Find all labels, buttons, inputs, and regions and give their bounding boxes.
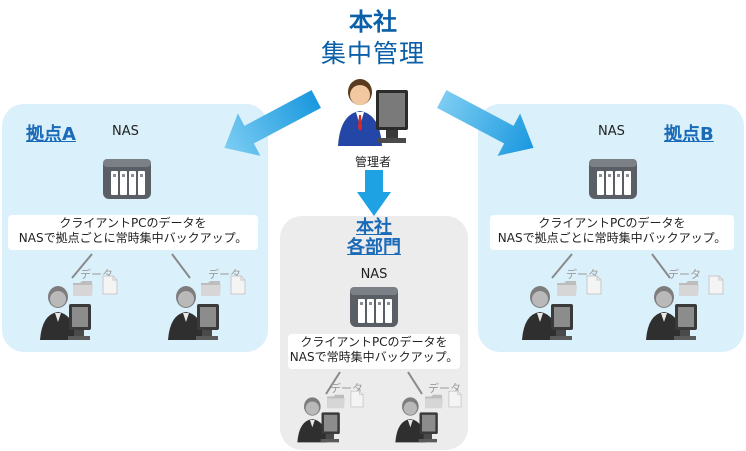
site-b-caption-line2: NASで拠点ごとに常時集中バックアップ。 (497, 231, 727, 245)
arrow-to-site-a-icon (224, 90, 321, 156)
client-pc-user-icon (518, 282, 578, 342)
admin-icon (338, 79, 408, 146)
site-b-connectors (551, 253, 671, 279)
hq-caption-line2: NASで常時集中バックアップ。 (289, 350, 459, 364)
client-pc-user-icon (164, 282, 224, 342)
page-subtitle: 集中管理 (320, 39, 425, 68)
document-icon (586, 275, 602, 295)
document-icon (230, 275, 246, 295)
site-a-connectors (71, 253, 191, 279)
document-icon (448, 390, 462, 408)
hq-name: 本社 各部門 (280, 218, 468, 258)
site-a-caption-line2: NASで拠点ごとに常時集中バックアップ。 (18, 231, 248, 245)
hq-connectors (325, 371, 423, 395)
site-b-caption-line1: クライアントPCのデータを (538, 216, 686, 230)
site-a-caption-line1: クライアントPCのデータを (59, 216, 207, 230)
document-icon (102, 275, 118, 295)
client-pc-user-icon (294, 394, 344, 444)
hq-caption-line1: クライアントPCのデータを (300, 335, 448, 349)
client-pc-user-icon (642, 282, 702, 342)
site-b-name: 拠点B (664, 124, 714, 145)
client-pc-user-icon (36, 282, 96, 342)
site-a-name: 拠点A (26, 124, 76, 145)
hq-nas-label: NAS (360, 267, 388, 282)
page-title: 本社 (349, 8, 397, 36)
document-icon (708, 275, 724, 295)
arrow-to-hq-icon (357, 170, 391, 216)
hq-name-line2: 各部門 (347, 237, 401, 258)
admin-label: 管理者 (354, 155, 391, 169)
hq-name-line1: 本社 (356, 217, 392, 238)
hq-caption: クライアントPCのデータを NASで常時集中バックアップ。 (288, 334, 460, 369)
site-a-caption: クライアントPCのデータを NASで拠点ごとに常時集中バックアップ。 (8, 215, 258, 250)
site-a-nas-icon (102, 158, 152, 200)
arrow-to-site-b-icon (437, 90, 534, 156)
site-b-nas-icon (588, 158, 638, 200)
site-b-caption: クライアントPCのデータを NASで拠点ごとに常時集中バックアップ。 (490, 215, 734, 250)
hq-nas-icon (349, 286, 399, 328)
document-icon (350, 390, 364, 408)
site-a-nas-label: NAS (112, 124, 139, 139)
site-b-data-label-2: データ (668, 268, 701, 281)
client-pc-user-icon (392, 394, 442, 444)
site-b-nas-label: NAS (598, 124, 625, 139)
